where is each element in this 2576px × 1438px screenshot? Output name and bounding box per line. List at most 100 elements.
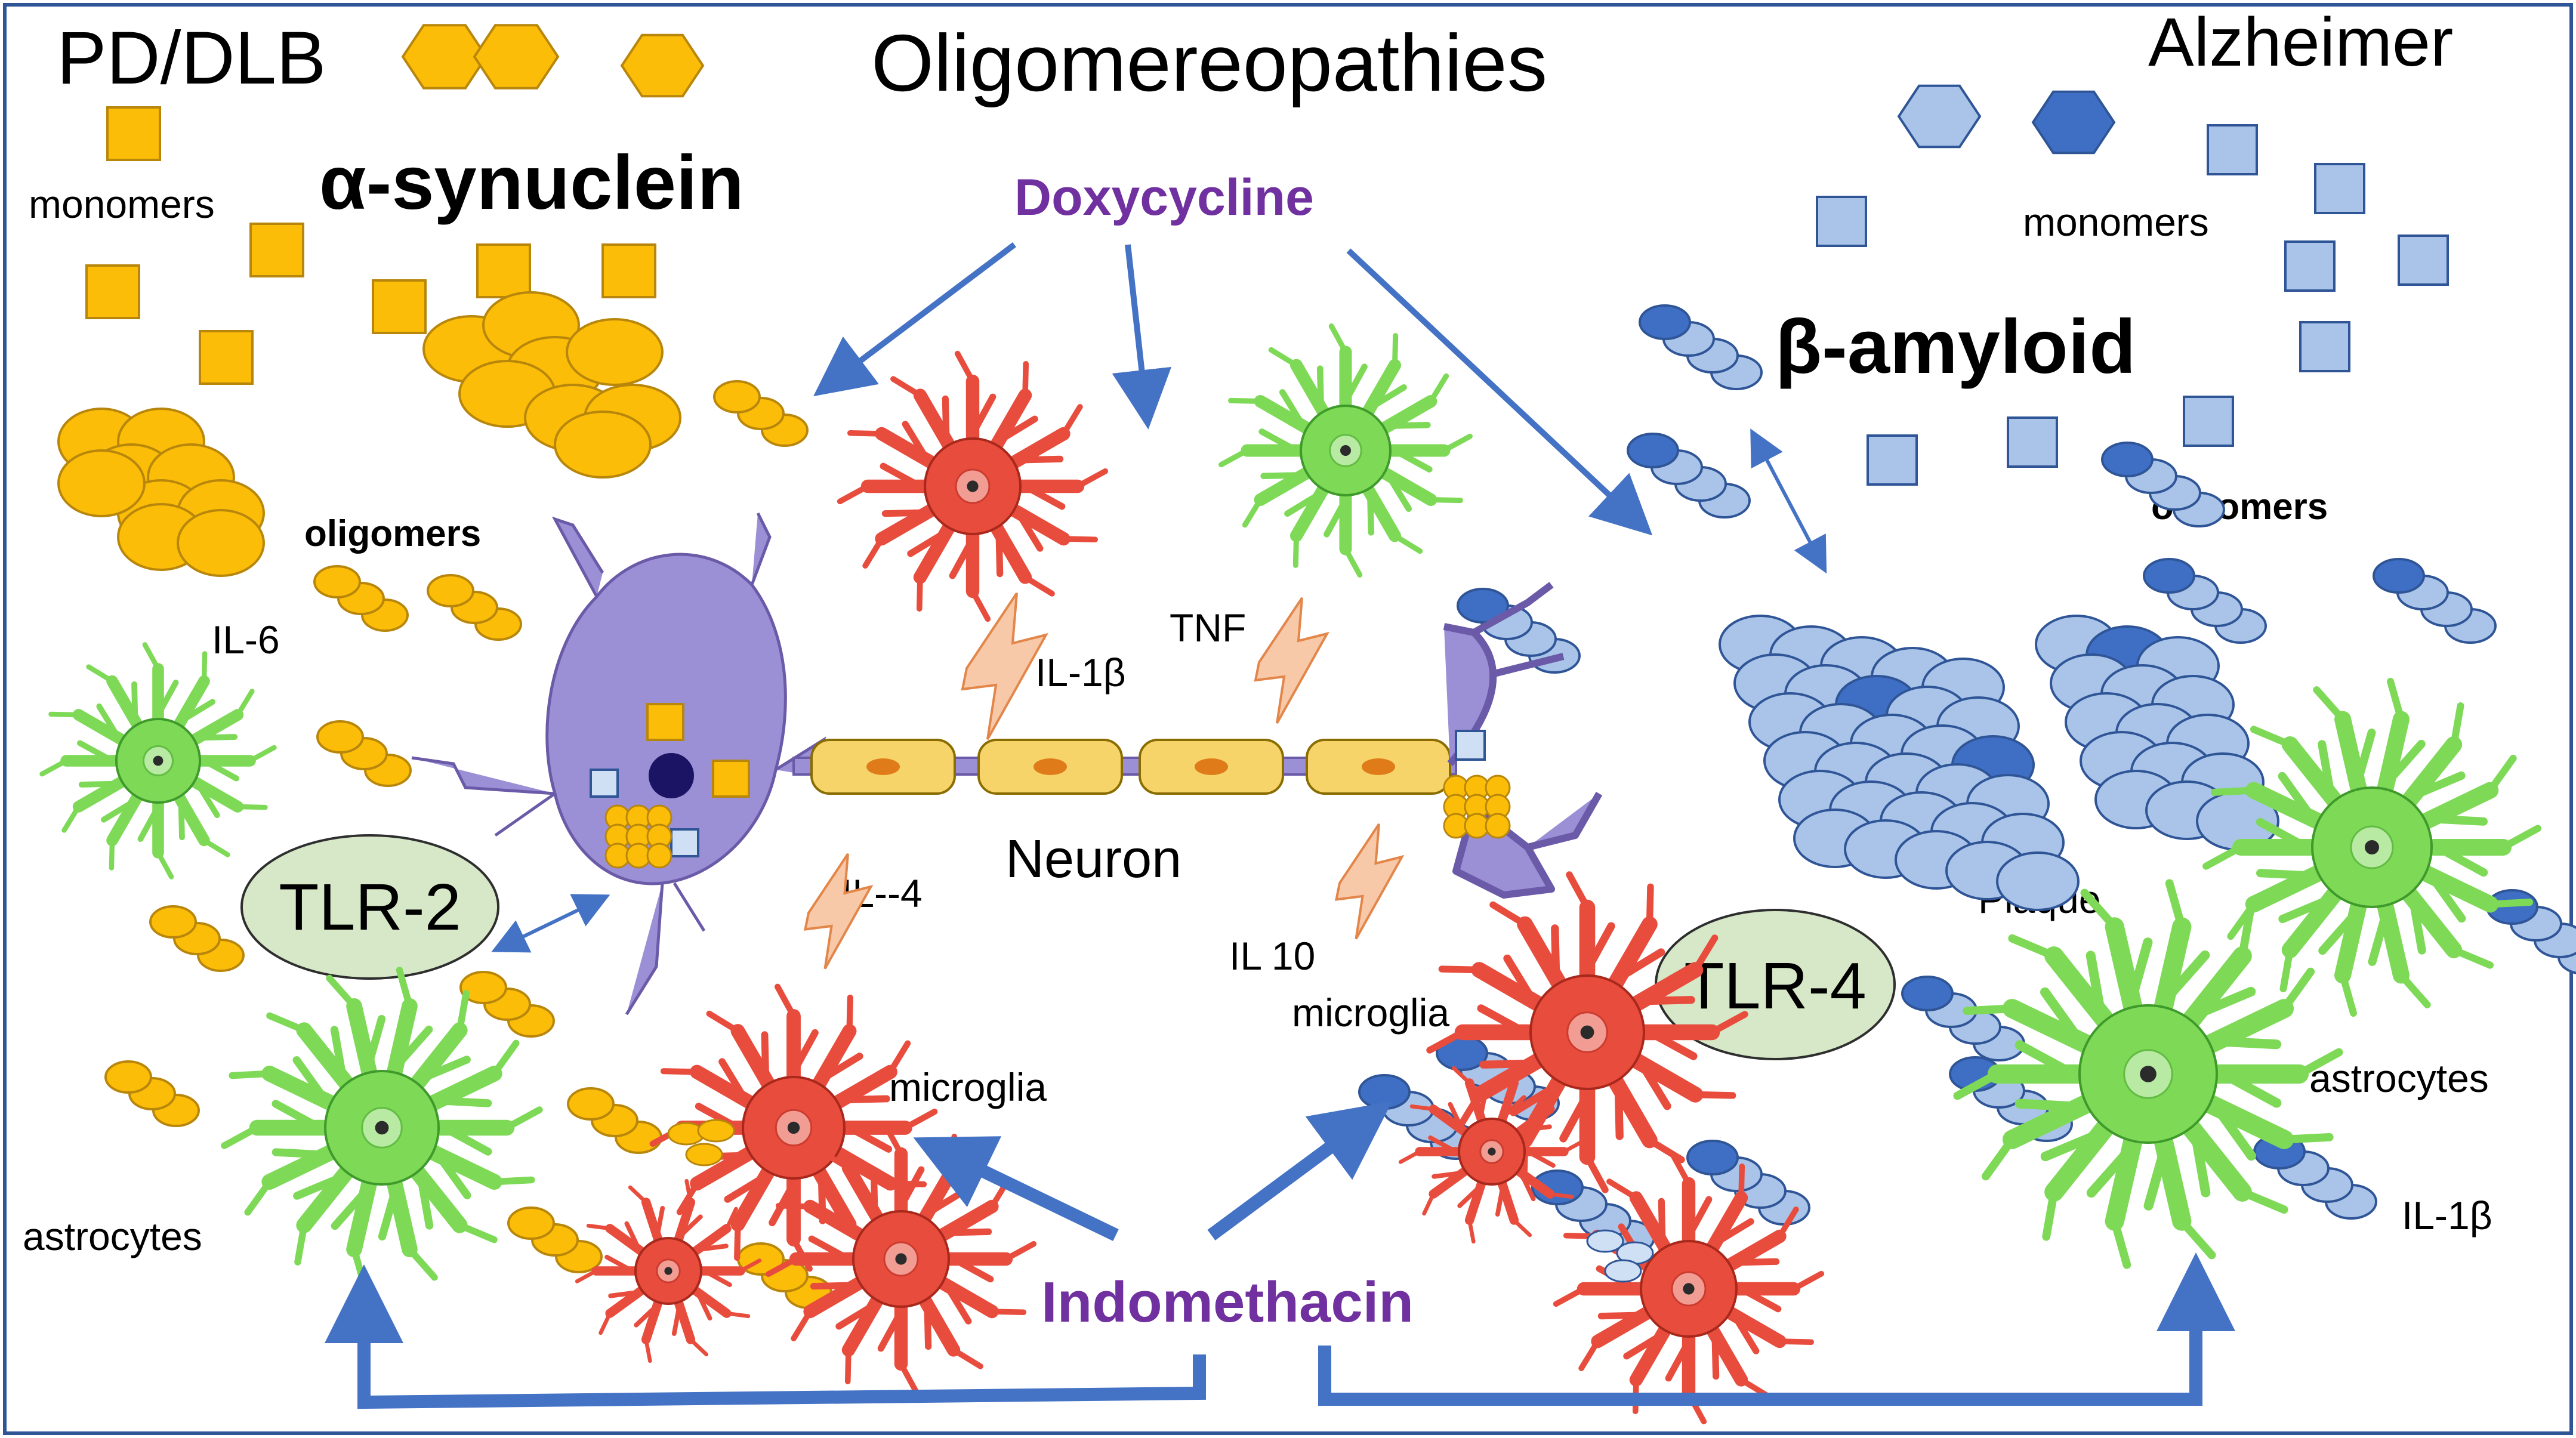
cell-branch [1963, 1004, 2016, 1016]
cell-branch [1392, 533, 1423, 554]
amyloid-monomer [2299, 321, 2350, 372]
cell-branch [78, 780, 122, 788]
cell-branch [1392, 333, 1399, 368]
cell-branch [1548, 1192, 1574, 1199]
cell-branch [2280, 1132, 2334, 1144]
cell-nucleolus [664, 1267, 672, 1275]
cell-branch [677, 1214, 703, 1239]
indomethacin-label: Indomethacin [1041, 1270, 1414, 1334]
cytokine-bolt [803, 853, 874, 970]
cell-branch [2408, 771, 2466, 800]
cell-branch [1646, 883, 1654, 928]
tnf-label: TNF [1170, 606, 1246, 650]
cell-branch [844, 1347, 852, 1385]
cell-branch [902, 1109, 938, 1131]
cell-branch [2280, 967, 2315, 1013]
cell-branch [1242, 497, 1263, 528]
cell-branch [195, 780, 220, 819]
neuron-axon [792, 739, 1457, 795]
cell-branch [1451, 1066, 1471, 1085]
cell-branch [244, 1178, 273, 1216]
cell-branch [2313, 686, 2347, 723]
cell-branch [48, 711, 81, 718]
cell-branch [1562, 1139, 1585, 1154]
cell-branch [791, 1309, 813, 1341]
cell-branch [1385, 472, 1412, 512]
cell-branch [1503, 954, 1538, 1005]
cell-branch [1738, 1285, 1782, 1313]
cell-branch [954, 350, 976, 384]
cell-branch [689, 1337, 709, 1357]
aggregation-arrow [1750, 428, 1827, 574]
cell-branch [1614, 948, 1665, 983]
phagocytosed-debris [697, 1119, 735, 1143]
myelin-nucleus [1362, 758, 1395, 775]
cell-branch [1441, 433, 1473, 453]
cell-branch [1692, 934, 1719, 974]
indomethacin-bracket-left [325, 1264, 1206, 1409]
cell-branch [378, 1184, 400, 1240]
synuclein-monomer [199, 330, 254, 385]
oligomer-bead [313, 565, 361, 598]
cell-branch [624, 1221, 641, 1252]
cells-group [39, 323, 2541, 1425]
cell-branch [96, 703, 122, 741]
oligomer-bead [1686, 1140, 1739, 1175]
cell-branch [2210, 786, 2257, 796]
cell-branch [838, 1095, 890, 1104]
cell-branch [434, 1097, 492, 1107]
synuclein-aggregate [646, 843, 672, 869]
cell-branch [201, 758, 239, 782]
cell-branch [950, 1255, 994, 1283]
cell-branch [1692, 1091, 1736, 1099]
amyloid-oligomer [1627, 433, 1751, 519]
cell-branch [2278, 772, 2317, 823]
tlr4-receptor: TLR-4 [1655, 909, 1896, 1060]
cell-branch [2408, 894, 2426, 955]
cell-branch [2397, 971, 2431, 1008]
cell-branch [2486, 754, 2517, 794]
synuclein-oligomer [459, 971, 555, 1038]
cell-branch [1367, 490, 1375, 536]
cell-branch [2160, 950, 2210, 1005]
cell-branch [2211, 1036, 2282, 1050]
astrocyte [1953, 879, 2343, 1269]
cell-branch [1645, 1028, 1698, 1060]
cell-branch [1711, 1331, 1720, 1380]
cell-branch [1776, 1338, 1815, 1346]
cell-branch [1422, 1192, 1436, 1216]
cell-branch [655, 1206, 665, 1239]
microglia [649, 983, 938, 1272]
cell-branch [890, 376, 923, 399]
synuclein-monomer [476, 243, 531, 298]
cell-branch [2486, 899, 2534, 908]
cell-branch [1367, 384, 1407, 411]
cell-branch [2427, 814, 2488, 826]
cell-branch [1478, 1087, 1489, 1120]
oligomer-bead [1901, 976, 1954, 1011]
tlr2-arrow [491, 894, 610, 953]
cell-branch [1637, 1059, 1671, 1110]
astrocyte [2202, 678, 2541, 1017]
cell-branch [907, 528, 950, 557]
beta-amyloid-label: β-amyloid [1775, 304, 2136, 390]
phagocytosed-debris [1586, 1229, 1624, 1253]
cell-branch [1292, 533, 1299, 568]
cell-branch [1479, 1059, 1538, 1069]
synuclein-oligomer [507, 1206, 603, 1273]
cytokine-bolt [1254, 597, 1330, 724]
synuclein-monomer [372, 279, 427, 334]
cell-branch [1738, 1163, 1745, 1201]
cell-branch [1791, 1270, 1825, 1292]
cell-branch [1637, 996, 1695, 1005]
cell-branch [995, 415, 1038, 445]
oligomer-bead [1358, 1074, 1411, 1110]
cell-branch [1981, 1135, 2016, 1181]
cell-branch [1022, 574, 1055, 597]
cell-branch [847, 430, 885, 437]
cell-branch [1553, 1286, 1587, 1307]
cell-branch [883, 1123, 904, 1157]
cell-branch [201, 838, 230, 857]
cell-branch [2211, 1101, 2256, 1161]
cell-branch [417, 1172, 434, 1230]
